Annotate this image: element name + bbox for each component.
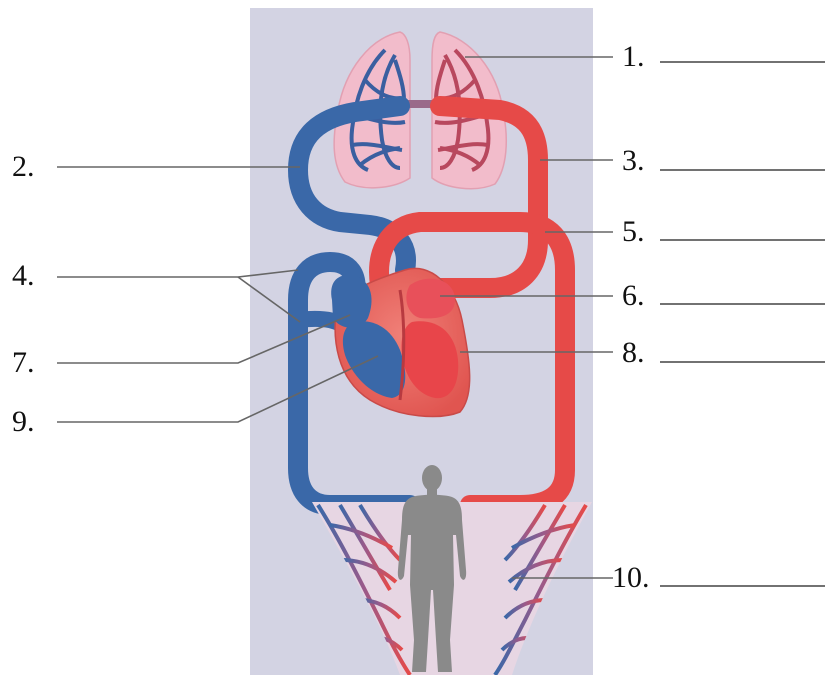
label-9: 9. — [12, 405, 35, 438]
label-7: 7. — [12, 346, 35, 379]
label-3: 3. — [622, 144, 645, 177]
answer-lines — [660, 62, 825, 586]
label-8: 8. — [622, 336, 645, 369]
label-2: 2. — [12, 150, 35, 183]
label-10: 10. — [612, 561, 650, 594]
label-5: 5. — [622, 215, 645, 248]
label-1: 1. — [622, 40, 645, 73]
label-6: 6. — [622, 279, 645, 312]
label-4: 4. — [12, 259, 35, 292]
